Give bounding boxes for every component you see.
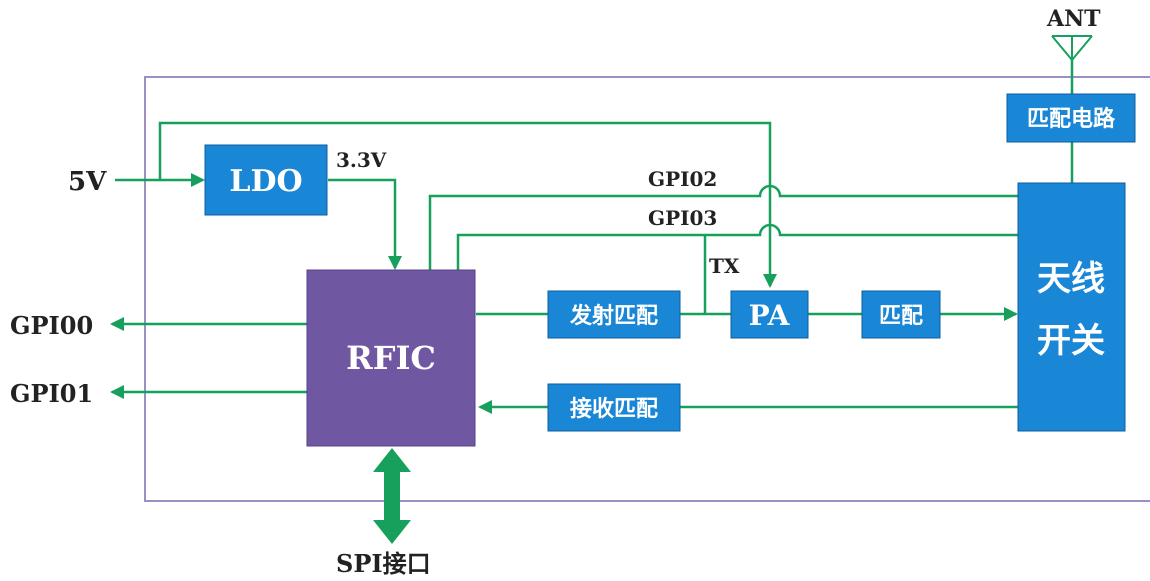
label-tx: TX — [709, 254, 740, 278]
rx-match-block: 接收匹配 — [547, 383, 681, 432]
rfic-block: RFIC — [306, 269, 476, 447]
label-spi: SPI接口 — [336, 549, 431, 578]
ldo-label: LDO — [229, 164, 302, 199]
ldo-block: LDO — [204, 144, 328, 216]
tx-match-block: 发射匹配 — [547, 290, 681, 339]
spi-arrow — [373, 448, 411, 544]
antenna-icon — [1051, 35, 1093, 62]
rfic-label: RFIC — [346, 339, 436, 377]
rx-match-label: 接收匹配 — [570, 396, 658, 422]
match-label: 匹配 — [879, 303, 923, 329]
antenna-match-label: 匹配电路 — [1027, 106, 1116, 132]
label-gpio0: GPI00 — [10, 311, 93, 340]
antenna-match-block: 匹配电路 — [1006, 93, 1136, 143]
label-3v3: 3.3V — [336, 148, 387, 172]
module-frame — [144, 76, 1150, 502]
antenna-switch-block: 天线 开关 — [1017, 182, 1126, 432]
label-gpio2: GPI02 — [648, 167, 717, 191]
wire-3v3-rfic — [328, 178, 402, 270]
pa-block: PA — [730, 290, 809, 339]
label-ant: ANT — [1046, 6, 1101, 32]
pa-label: PA — [749, 299, 791, 332]
wire-gpio2 — [428, 184, 1018, 270]
wire-gpio3 — [456, 223, 1018, 270]
wire-5v-pa — [158, 121, 777, 288]
switch-label-line2: 开关 — [1037, 321, 1105, 361]
label-5v: 5V — [68, 167, 107, 197]
tx-match-label: 发射匹配 — [569, 303, 658, 329]
label-gpio3: GPI03 — [648, 206, 717, 230]
label-gpio1: GPI01 — [10, 379, 93, 408]
switch-label-line1: 天线 — [1037, 259, 1105, 299]
match-block: 匹配 — [861, 290, 941, 339]
